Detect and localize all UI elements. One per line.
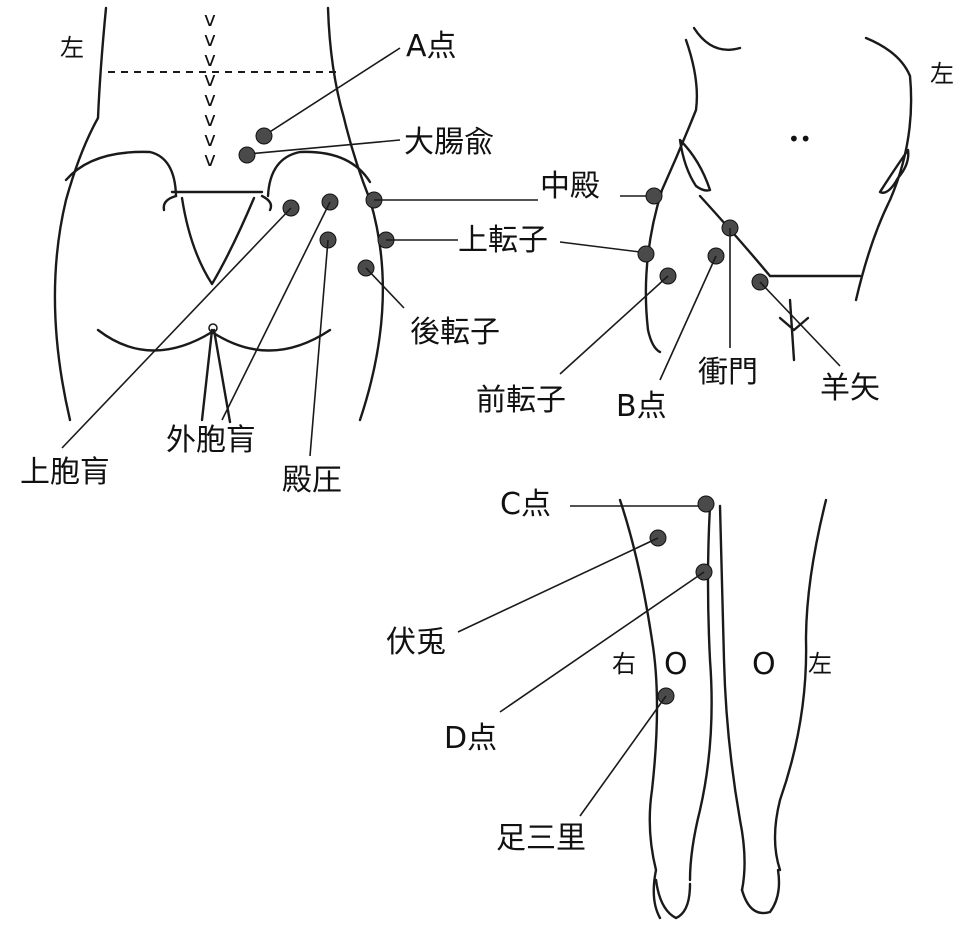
front-arm-curve (694, 28, 740, 50)
point-daichoyu-dot (239, 147, 255, 163)
back-view-figure: v v v v v v v v (55, 7, 383, 422)
right-leg-inner (690, 506, 712, 880)
front-left-side-outline (856, 38, 911, 300)
back-left-marker: 左 (60, 34, 84, 62)
back-right-outline (328, 8, 383, 420)
label-denatsu: 殿圧 (282, 463, 342, 498)
inguinal-right (880, 150, 908, 193)
label-gaihoko: 外胞肓 (166, 423, 256, 458)
label-ashisanri: 足三里 (496, 821, 586, 856)
left-knee-mark: O (752, 647, 776, 682)
spine-chevrons: v v v v v v v v (204, 7, 216, 171)
cleft-left (202, 330, 212, 420)
back-left-outline (55, 8, 106, 420)
legs-left-marker: 左 (808, 650, 832, 678)
genital-mark (780, 300, 808, 360)
point-jotenshi-front-dot (638, 246, 654, 262)
legs-figure (620, 500, 826, 918)
label-chuden: 中殿 (540, 169, 600, 204)
point-chuden-front-dot (646, 188, 662, 204)
label-kotenshi: 後転子 (410, 315, 500, 350)
point-a-dot (256, 128, 272, 144)
label-c-ten: C点 (500, 487, 551, 522)
left-leg-inner (720, 506, 745, 890)
point-c-dot (698, 496, 714, 512)
inguinal-left (680, 140, 710, 191)
front-view-figure: •• (646, 28, 911, 360)
label-yoshi: 羊矢 (820, 371, 880, 406)
label-b-ten: B点 (616, 389, 667, 424)
right-leg-outer (620, 500, 660, 918)
front-left-marker: 左 (930, 60, 954, 88)
left-leg-outer (775, 500, 826, 870)
label-daichoyu: 大腸兪 (404, 125, 494, 160)
svg-text:••: •• (788, 127, 812, 151)
right-foot (656, 880, 690, 918)
legs-right-marker: 右 (612, 650, 636, 678)
left-foot (742, 870, 779, 913)
label-a-ten: A点 (406, 29, 457, 64)
right-knee-mark: O (664, 647, 688, 682)
left-buttock-curve (66, 152, 176, 196)
svg-text:v: v (204, 147, 216, 171)
sacrum-sides (182, 198, 254, 284)
label-zentenshi: 前転子 (476, 383, 566, 418)
right-hook (262, 196, 271, 210)
inguinal-line (700, 196, 770, 276)
label-jotenshi-back: 上転子 (458, 223, 548, 258)
label-fukuto: 伏兎 (386, 625, 446, 660)
label-d-ten: D点 (444, 721, 497, 756)
left-hook (164, 196, 176, 210)
label-shomon: 衝門 (698, 355, 758, 390)
label-johoko: 上胞肓 (20, 455, 110, 490)
